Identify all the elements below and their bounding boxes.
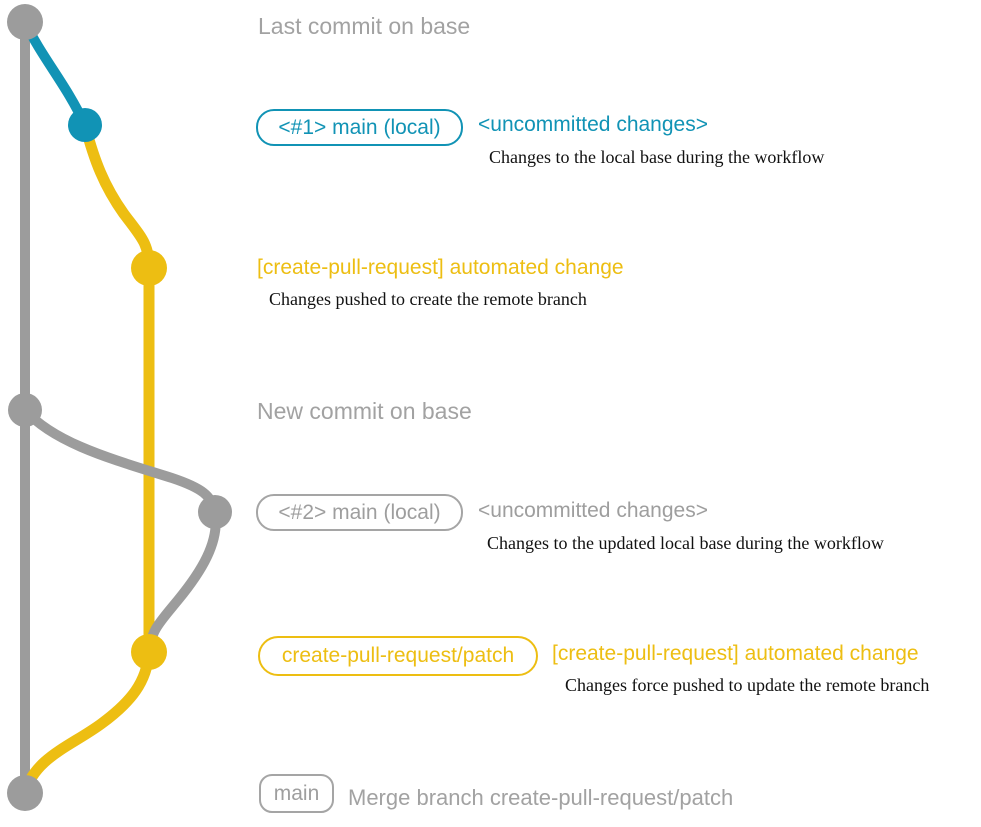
remote-branch-merge-curve	[19, 646, 155, 799]
badge-main-local-1: <#1> main (local)	[256, 109, 463, 146]
commit-dot-automated-change-1	[131, 250, 167, 286]
commit-dot-last-commit-on-base	[7, 4, 43, 40]
uncommitted-changes-1-title: <uncommitted changes>	[478, 113, 708, 136]
automated-change-2-title: [create-pull-request] automated change	[552, 642, 919, 665]
uncommitted-changes-1-desc: Changes to the local base during the wor…	[489, 147, 825, 167]
local-branch-curve-2b	[144, 507, 221, 657]
merge-commit-title: Merge branch create-pull-request/patch	[348, 785, 734, 810]
badge-main-local-1-label: <#1> main (local)	[278, 115, 441, 139]
badge-create-pull-request-patch: create-pull-request/patch	[258, 636, 538, 676]
badge-main-local-2: <#2> main (local)	[256, 494, 463, 531]
remote-branch-curve-top	[79, 119, 155, 274]
commit-dot-uncommitted-changes-2	[198, 495, 232, 529]
uncommitted-changes-2-title: <uncommitted changes>	[478, 499, 708, 522]
uncommitted-changes-2-desc: Changes to the updated local base during…	[487, 533, 884, 553]
new-commit-heading: New commit on base	[257, 398, 472, 424]
automated-change-1-title: [create-pull-request] automated change	[257, 256, 624, 279]
badge-main-label: main	[273, 781, 320, 805]
commit-dot-new-commit-on-base	[8, 393, 42, 427]
local-branch-curve-2a	[20, 405, 220, 517]
automated-change-1-desc: Changes pushed to create the remote bran…	[269, 289, 587, 309]
badge-create-pull-request-patch-label: create-pull-request/patch	[281, 644, 515, 667]
commit-dot-automated-change-2	[131, 634, 167, 670]
last-commit-heading: Last commit on base	[258, 13, 471, 39]
badge-main-local-2-label: <#2> main (local)	[278, 500, 441, 524]
commit-dot-merge-commit	[7, 775, 43, 811]
badge-main: main	[259, 774, 334, 813]
commit-dot-uncommitted-changes-1	[68, 108, 102, 142]
automated-change-2-desc: Changes force pushed to update the remot…	[565, 675, 930, 695]
